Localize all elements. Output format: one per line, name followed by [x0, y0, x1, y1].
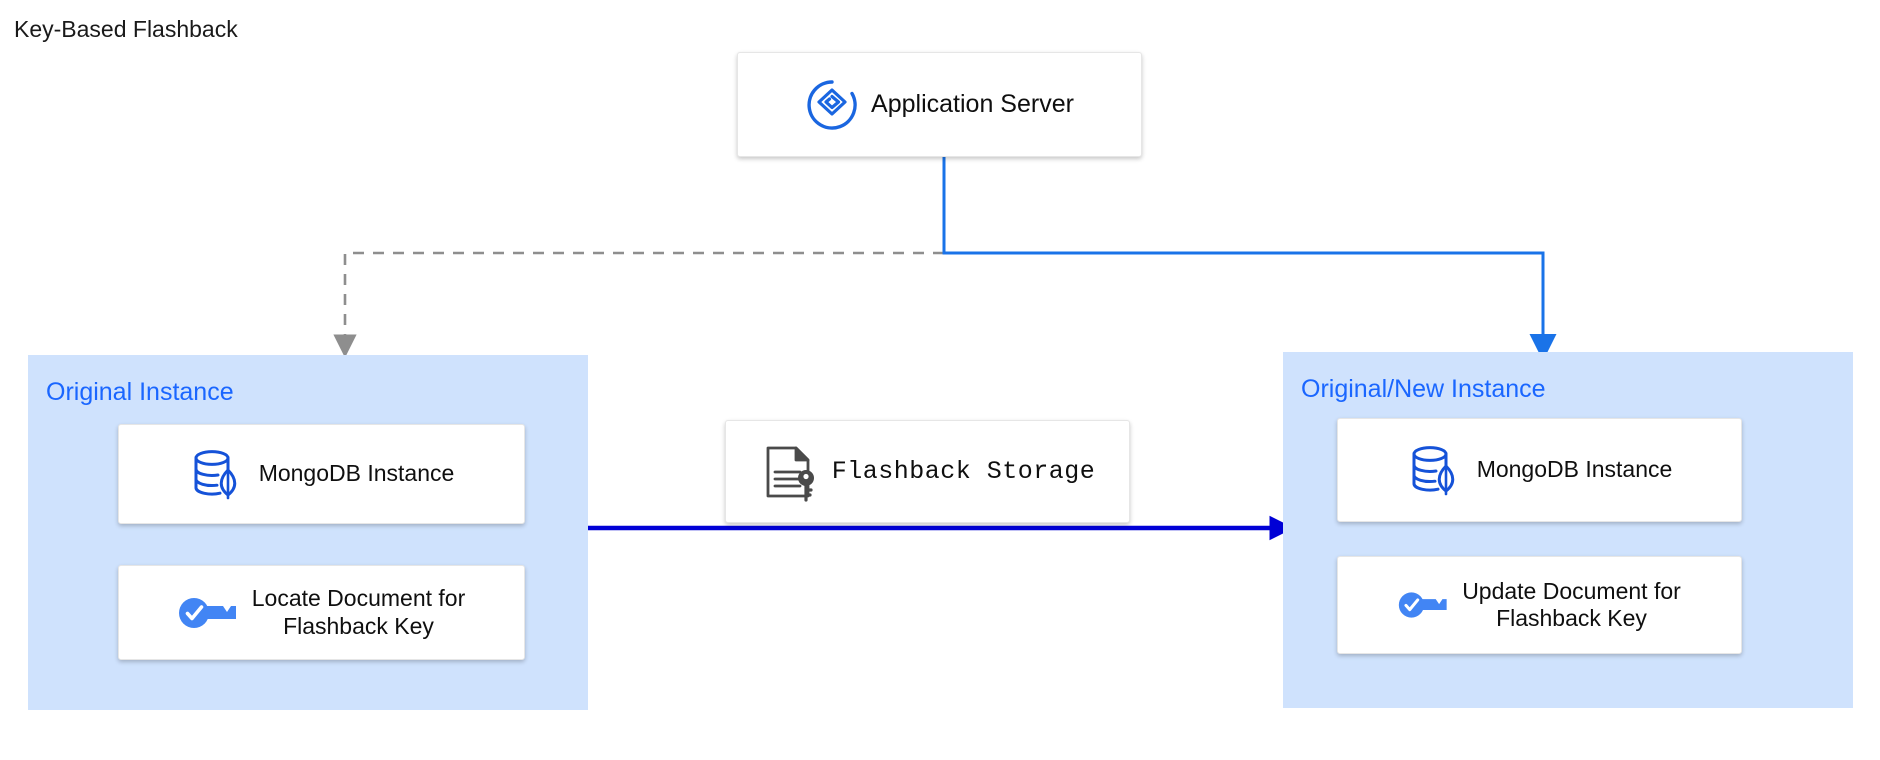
connector-app-server-to-original-instance: [333, 251, 944, 358]
card-mongodb-instance-right[interactable]: MongoDB Instance: [1337, 418, 1742, 522]
card-update-document[interactable]: Update Document for Flashback Key: [1337, 556, 1742, 654]
key-check-icon: [178, 597, 236, 628]
node-label: Application Server: [871, 89, 1074, 118]
key-check-icon: [1399, 592, 1447, 618]
group-original-new-instance: Original/New Instance: [1283, 352, 1853, 708]
card-label: MongoDB Instance: [258, 460, 455, 487]
node-application-server[interactable]: Application Server: [737, 52, 1142, 157]
page-title: Key-Based Flashback: [14, 16, 238, 42]
node-flashback-storage[interactable]: Flashback Storage: [725, 420, 1130, 523]
application-server-logo-icon: [807, 79, 857, 130]
card-label: Locate Document for Flashback Key: [251, 585, 466, 639]
mongodb-icon: [1412, 446, 1454, 496]
connector-app-server-to-new-instance: [942, 157, 1557, 361]
mongodb-icon: [194, 450, 236, 500]
card-locate-document[interactable]: Locate Document for Flashback Key: [118, 565, 525, 660]
card-label: Update Document for Flashback Key: [1462, 577, 1681, 631]
document-key-icon: [766, 446, 814, 502]
group-label-original-instance: Original Instance: [46, 378, 234, 406]
card-mongodb-instance-left[interactable]: MongoDB Instance: [118, 424, 525, 524]
node-label: Flashback Storage: [831, 456, 1096, 486]
card-label: MongoDB Instance: [1476, 456, 1673, 483]
group-label-original-new-instance: Original/New Instance: [1301, 375, 1546, 403]
